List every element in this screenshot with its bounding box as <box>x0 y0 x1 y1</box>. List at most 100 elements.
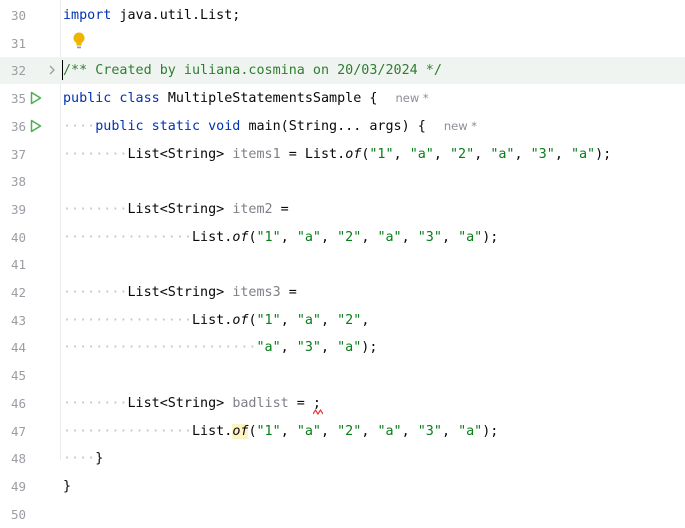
code-line[interactable]: 40 ················List.of("1", "a", "2",… <box>0 224 685 251</box>
code-token: "1" <box>256 312 281 328</box>
lightbulb-icon[interactable] <box>72 31 86 51</box>
code-text[interactable]: public class MultipleStatementsSample { … <box>63 89 429 108</box>
code-text[interactable]: ························"a", "3", "a"); <box>63 338 377 357</box>
code-token: ········ <box>63 146 128 162</box>
code-token: , <box>321 312 338 328</box>
code-text[interactable]: ········List<String> items3 = <box>63 283 297 302</box>
code-line[interactable]: 48····} <box>0 445 685 472</box>
code-token: List<String> <box>127 146 233 162</box>
line-number: 49 <box>10 478 26 494</box>
code-token: "1" <box>369 146 394 162</box>
code-token: , <box>514 146 531 162</box>
code-text[interactable]: ········List<String> items1 = List.of("1… <box>63 145 611 164</box>
code-token: , <box>554 146 571 162</box>
line-number: 39 <box>10 201 26 217</box>
code-token: ( <box>248 229 257 245</box>
code-text[interactable]: import java.util.List; <box>63 6 240 25</box>
code-token: "2" <box>337 229 362 245</box>
code-token: of <box>232 229 249 245</box>
code-token: = <box>280 285 297 300</box>
code-line[interactable]: 49} <box>0 473 685 500</box>
code-text[interactable]: ················List.of("1", "a", "2", "… <box>63 228 498 247</box>
code-text[interactable]: ················List.of("1", "a", "2", "… <box>63 422 498 441</box>
code-token: ); <box>595 146 612 162</box>
code-token: of <box>232 312 249 328</box>
code-token: "1" <box>256 229 281 245</box>
code-line[interactable]: 38 <box>0 168 685 195</box>
code-line[interactable]: 43 ················List.of("1", "a", "2", <box>0 307 685 334</box>
line-number: 43 <box>10 312 26 328</box>
line-number: 50 <box>10 506 26 522</box>
code-token: ················ <box>63 229 192 245</box>
code-token: , <box>280 423 297 439</box>
code-token: main(String... args) { <box>248 118 434 134</box>
code-token: items3 <box>232 285 281 300</box>
code-token: List. <box>192 423 233 439</box>
code-token: , <box>401 229 418 245</box>
code-text[interactable]: ····public static void main(String... ar… <box>63 117 477 136</box>
code-token: of <box>232 423 249 439</box>
code-token: , <box>361 229 378 245</box>
code-token: , <box>433 146 450 162</box>
line-number: 36 <box>10 118 26 134</box>
code-line[interactable]: 47 ················List.of("1", "a", "2",… <box>0 418 685 445</box>
code-token: ········ <box>63 285 128 300</box>
line-number: 41 <box>10 257 26 273</box>
code-token: "a" <box>337 340 362 356</box>
line-number: 37 <box>10 146 26 162</box>
code-token: List. <box>192 312 233 328</box>
code-token: "3" <box>417 229 442 245</box>
code-text[interactable]: ····} <box>63 449 103 468</box>
code-line[interactable]: 42········List<String> items3 = <box>0 279 685 306</box>
code-token: "2" <box>337 312 362 328</box>
code-token: "a" <box>458 423 483 439</box>
code-line[interactable]: 36 ····public static void main(String... … <box>0 113 685 140</box>
code-token: ); <box>482 229 499 245</box>
code-token: ); <box>482 423 499 439</box>
code-token: ( <box>248 423 257 439</box>
code-line[interactable]: 46········List<String> badlist = ; <box>0 390 685 417</box>
run-icon[interactable] <box>30 91 42 105</box>
code-text[interactable]: } <box>63 477 71 496</box>
line-number: 40 <box>10 229 26 245</box>
code-token: , <box>320 340 338 356</box>
code-token: /** Created by iuliana.cosmina on 20/03/… <box>63 63 442 79</box>
code-token: of <box>345 146 362 162</box>
code-token: ···· <box>63 118 96 134</box>
code-token: , <box>280 340 297 356</box>
code-line[interactable]: 50 <box>0 501 685 528</box>
code-token: public static void <box>95 118 249 134</box>
code-text[interactable]: /** Created by iuliana.cosmina on 20/03/… <box>63 61 442 80</box>
code-line[interactable]: 32 /** Created by iuliana.cosmina on 20/0… <box>0 57 685 85</box>
code-token: , <box>441 423 459 439</box>
code-token: ········ <box>63 395 128 411</box>
line-number: 44 <box>10 340 26 356</box>
code-line[interactable]: 44 ························"a", "3", "a")… <box>0 334 685 361</box>
code-token: ( <box>361 146 370 162</box>
code-line[interactable]: 45 <box>0 362 685 389</box>
run-icon[interactable] <box>30 119 42 133</box>
fold-chevron-icon[interactable] <box>47 64 57 76</box>
inlay-author-hint[interactable]: new * <box>443 118 478 133</box>
code-line[interactable]: 31 <box>0 30 685 57</box>
line-number: 45 <box>10 368 26 384</box>
code-token: List<String> <box>127 395 233 411</box>
code-token: , <box>321 423 338 439</box>
code-line[interactable]: 39 ········List<String> item2 = <box>0 196 685 223</box>
code-token: "2" <box>450 146 475 162</box>
code-line[interactable]: 41 <box>0 251 685 278</box>
code-text[interactable]: ········List<String> badlist = ; <box>63 394 321 413</box>
code-token: ········ <box>63 201 128 217</box>
code-token: "a" <box>377 423 402 439</box>
code-line[interactable]: 37 ········List<String> items1 = List.of(… <box>0 141 685 168</box>
code-text[interactable]: ················List.of("1", "a", "2", <box>63 311 369 330</box>
code-token: = List. <box>280 146 346 162</box>
line-number: 32 <box>10 63 26 79</box>
code-token: = ; <box>288 395 321 411</box>
line-number: 47 <box>10 423 26 439</box>
inlay-author-hint[interactable]: new * <box>395 91 429 106</box>
code-text[interactable]: ········List<String> item2 = <box>63 200 289 219</box>
